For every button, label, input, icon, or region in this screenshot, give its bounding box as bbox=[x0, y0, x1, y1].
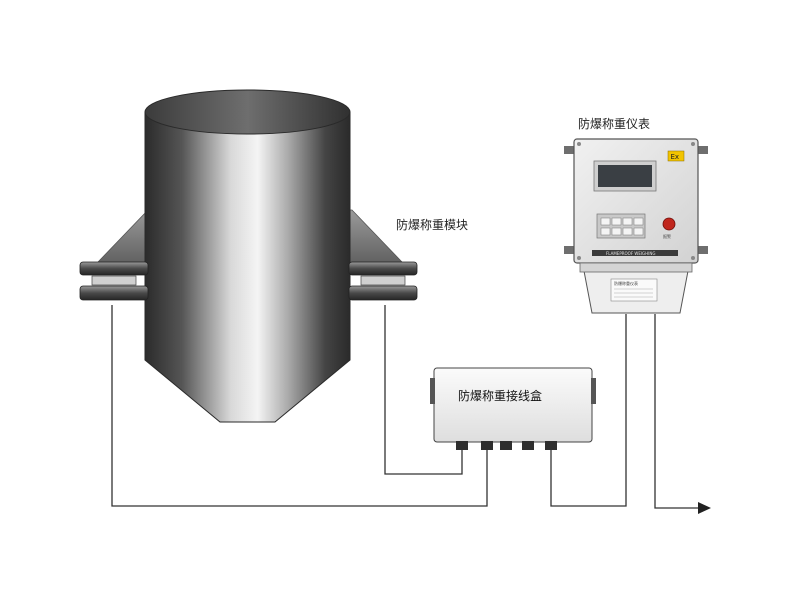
mount-ear-bottom-left bbox=[564, 246, 576, 254]
brand-strip bbox=[592, 250, 678, 256]
tank-assembly bbox=[79, 89, 418, 423]
key-button[interactable] bbox=[622, 217, 633, 226]
brand-strip-text: FLAMEPROOF WEIGHING bbox=[606, 251, 655, 256]
wire-left-module bbox=[111, 305, 488, 507]
key-button[interactable] bbox=[622, 227, 633, 236]
cable-gland bbox=[522, 441, 534, 450]
mount-ear-top-right bbox=[696, 146, 708, 154]
nameplate-title: 防爆称重仪表 bbox=[614, 280, 638, 286]
screw bbox=[577, 256, 581, 260]
wire-indicator-to-box bbox=[550, 314, 627, 507]
cable-gland bbox=[545, 441, 557, 450]
weighing-indicator: Ex 报警 FLAMEPROOF WEIGHING 防爆称重仪表 bbox=[564, 138, 708, 314]
key-button[interactable] bbox=[611, 227, 622, 236]
module-right-core bbox=[360, 275, 406, 286]
nameplate bbox=[610, 278, 658, 302]
screw bbox=[691, 256, 695, 260]
module-left-plate-top bbox=[79, 261, 149, 276]
junction-box: 防爆称重接线盒 bbox=[430, 367, 596, 450]
key-button[interactable] bbox=[633, 217, 644, 226]
key-button[interactable] bbox=[600, 227, 611, 236]
key-button[interactable] bbox=[611, 217, 622, 226]
tank-body bbox=[144, 111, 351, 423]
junction-box-right-cap bbox=[591, 378, 596, 404]
label-weighing-indicator: 防爆称重仪表 bbox=[578, 116, 650, 131]
junction-box-body bbox=[433, 367, 593, 443]
cable-gland bbox=[481, 441, 493, 450]
screw bbox=[691, 142, 695, 146]
alarm-button-caption: 报警 bbox=[663, 233, 671, 239]
cable-gland bbox=[456, 441, 468, 450]
weighing-module-right bbox=[348, 261, 418, 301]
label-weighing-module: 防爆称重模块 bbox=[396, 217, 468, 232]
wire-indicator-output bbox=[654, 314, 700, 509]
wiring bbox=[111, 305, 711, 514]
module-left-core bbox=[91, 275, 137, 286]
alarm-button[interactable] bbox=[662, 217, 676, 231]
indicator-trunk-flange bbox=[579, 262, 693, 273]
module-right-plate-bottom bbox=[348, 285, 418, 301]
key-button[interactable] bbox=[633, 227, 644, 236]
output-arrow-head bbox=[698, 502, 711, 514]
cable-glands bbox=[456, 441, 557, 450]
cable-gland bbox=[500, 441, 512, 450]
wire-right-module bbox=[384, 305, 463, 475]
mount-ear-bottom-right bbox=[696, 246, 708, 254]
module-right-plate-top bbox=[348, 261, 418, 276]
mount-ear-top-left bbox=[564, 146, 576, 154]
label-junction-box: 防爆称重接线盒 bbox=[458, 388, 542, 403]
screw bbox=[577, 142, 581, 146]
junction-box-left-cap bbox=[430, 378, 435, 404]
key-button[interactable] bbox=[600, 217, 611, 226]
tank-top bbox=[144, 89, 351, 135]
display-screen bbox=[598, 165, 652, 187]
ex-badge bbox=[667, 150, 685, 162]
module-left-plate-bottom bbox=[79, 285, 149, 301]
ex-badge-text: Ex bbox=[671, 153, 680, 161]
weighing-module-left bbox=[79, 261, 149, 301]
